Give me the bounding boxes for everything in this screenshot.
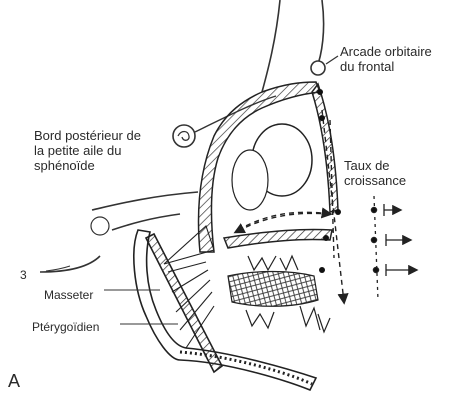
label-masseter: Masseter	[44, 288, 93, 303]
label-line: croissance	[344, 173, 406, 188]
label-line: Arcade orbitaire	[340, 44, 432, 59]
label-line: la petite aile du	[34, 143, 141, 158]
small-ring	[91, 217, 109, 235]
panel-letter: A	[8, 374, 20, 389]
label-sphenoid-wing: Bord postérieur de la petite aile du sph…	[34, 128, 141, 173]
label-frontal-orbital-arch: Arcade orbitaire du frontal	[340, 44, 432, 74]
alveolar-region	[228, 272, 318, 307]
label-pterygoid: Ptérygoïdien	[32, 320, 99, 335]
label-number-three: 3	[20, 268, 27, 283]
label-line: du frontal	[340, 59, 432, 74]
label-line: Taux de	[344, 158, 406, 173]
frontal-orbital-arch-marker	[311, 61, 325, 75]
facial-skeleton	[199, 82, 338, 252]
label-growth-rate: Taux de croissance	[344, 158, 406, 188]
growth-rate-scale	[371, 196, 416, 300]
label-line: Bord postérieur de	[34, 128, 141, 143]
label-line: sphénoïde	[34, 158, 141, 173]
mandible	[134, 230, 316, 390]
